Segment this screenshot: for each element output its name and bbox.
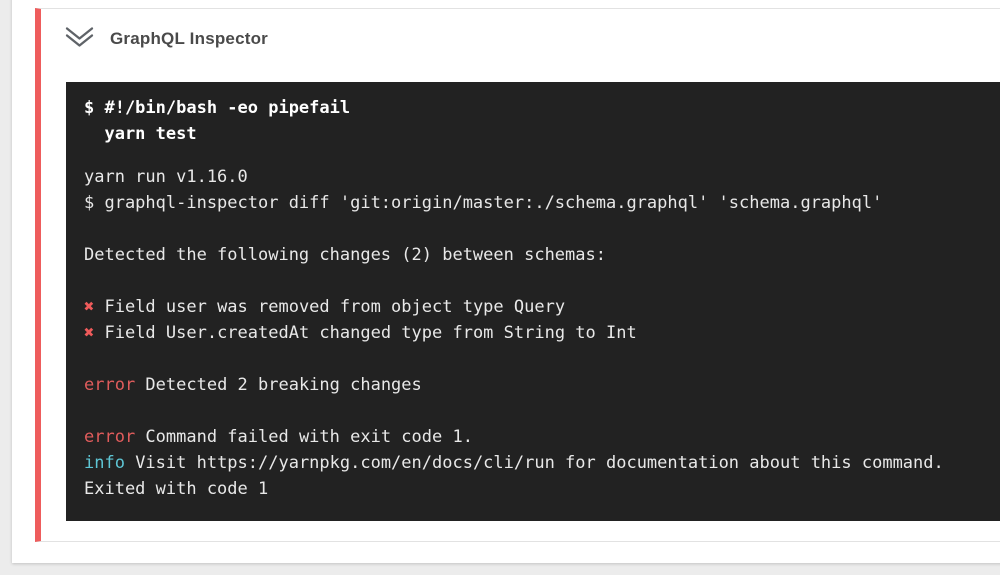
terminal-segment-plain: $ #!/bin/bash -eo pipefail — [84, 98, 351, 118]
terminal-command: $ #!/bin/bash -eo pipefail yarn test — [84, 95, 982, 147]
terminal-line: Exited with code 1 — [84, 476, 982, 502]
terminal-line: $ graphql-inspector diff 'git:origin/mas… — [84, 190, 982, 216]
step-card: GraphQL Inspector $ #!/bin/bash -eo pipe… — [35, 8, 1000, 542]
terminal-line: ✖ Field User.createdAt changed type from… — [84, 320, 982, 346]
terminal-segment-plain: yarn run v1.16.0 — [84, 167, 248, 187]
terminal-line: yarn test — [84, 121, 982, 147]
terminal-segment-plain: Command failed with exit code 1. — [135, 427, 473, 447]
terminal-line: info Visit https://yarnpkg.com/en/docs/c… — [84, 450, 982, 476]
terminal-line: yarn run v1.16.0 — [84, 164, 982, 190]
terminal-line: error Detected 2 breaking changes — [84, 372, 982, 398]
terminal-line: $ #!/bin/bash -eo pipefail — [84, 95, 982, 121]
terminal-segment-plain: Exited with code 1 — [84, 479, 269, 499]
terminal-line — [84, 398, 982, 424]
terminal-segment-plain: $ graphql-inspector diff 'git:origin/mas… — [84, 193, 883, 213]
terminal-line — [84, 268, 982, 294]
terminal-segment-cross: ✖ — [84, 297, 95, 317]
terminal-segment-error: error — [84, 375, 136, 395]
terminal-segment-plain: Detected 2 breaking changes — [135, 375, 422, 395]
terminal-segment-plain: yarn test — [84, 124, 197, 144]
double-chevron-down-icon[interactable] — [63, 25, 96, 52]
terminal-segment-plain: Field user was removed from object type … — [94, 297, 566, 317]
terminal-segment-error: error — [84, 427, 136, 447]
terminal-segment-plain: Visit https://yarnpkg.com/en/docs/cli/ru… — [124, 453, 944, 473]
step-title: GraphQL Inspector — [110, 28, 269, 48]
step-header-toggle[interactable]: GraphQL Inspector — [63, 25, 268, 52]
terminal-segment-cross: ✖ — [84, 323, 95, 343]
terminal-line: ✖ Field user was removed from object typ… — [84, 294, 982, 320]
terminal-line: error Command failed with exit code 1. — [84, 424, 982, 450]
terminal-segment-plain: Field User.createdAt changed type from S… — [94, 323, 637, 343]
terminal-line: Detected the following changes (2) betwe… — [84, 242, 982, 268]
terminal-output: yarn run v1.16.0 $ graphql-inspector diff… — [84, 164, 982, 502]
terminal-line — [84, 216, 982, 242]
terminal-segment-plain: Detected the following changes (2) betwe… — [84, 245, 606, 265]
terminal-line — [84, 346, 982, 372]
terminal-segment-info: info — [84, 453, 125, 473]
terminal: $ #!/bin/bash -eo pipefail yarn test yar… — [66, 82, 1000, 521]
